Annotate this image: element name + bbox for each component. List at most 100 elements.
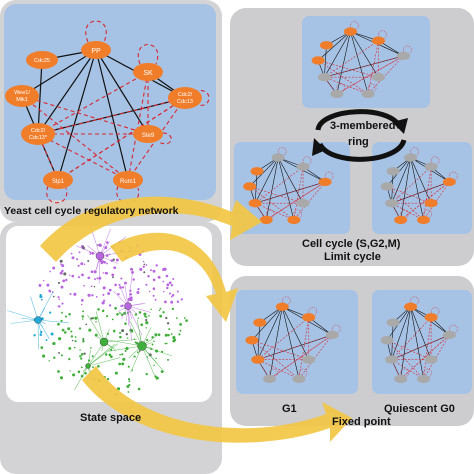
- state-dot: [88, 328, 92, 332]
- node-ste9: Ste9: [133, 125, 163, 143]
- state-dot: [61, 328, 65, 332]
- state-dot: [112, 258, 115, 261]
- state-edge: [87, 357, 121, 367]
- state-dot: [64, 331, 67, 334]
- state-dot: [57, 281, 61, 284]
- limit-cycle-title-2: Limit cycle: [324, 251, 381, 263]
- state-dot: [59, 376, 64, 380]
- state-dot: [166, 322, 170, 325]
- state-dot: [67, 328, 70, 330]
- state-dot: [123, 282, 126, 284]
- state-dot: [168, 328, 171, 331]
- state-dot: [78, 251, 81, 254]
- state-dot: [122, 357, 126, 361]
- attractor-hub: [34, 316, 42, 324]
- state-dot: [183, 317, 186, 319]
- arrow-to-limit-cycle: [40, 196, 262, 262]
- state-dot: [82, 318, 84, 320]
- attractor-hub: [124, 302, 132, 310]
- state-dot: [80, 262, 84, 266]
- state-dot: [103, 299, 106, 302]
- state-dot: [68, 346, 72, 350]
- mini-network-3: [372, 142, 472, 234]
- state-dot: [83, 263, 86, 266]
- state-dot: [134, 313, 138, 316]
- state-dot: [114, 371, 118, 375]
- state-edge: [106, 339, 143, 347]
- state-dot: [80, 353, 84, 356]
- state-dot: [76, 258, 79, 261]
- state-dot: [59, 271, 63, 275]
- state-dot: [83, 284, 86, 287]
- quiescent-label: Quiescent G0: [384, 403, 455, 415]
- state-dot: [129, 328, 133, 332]
- state-dot: [93, 285, 96, 288]
- state-dot: [97, 244, 99, 246]
- state-dot: [155, 264, 158, 267]
- state-dot: [170, 284, 174, 287]
- node-wee1: Wee1/ Mik1: [5, 85, 39, 107]
- state-dot: [85, 323, 88, 326]
- state-dot: [137, 288, 140, 291]
- state-dot: [166, 286, 169, 290]
- state-dot: [170, 295, 173, 298]
- state-edge: [127, 305, 132, 341]
- state-dot: [152, 269, 156, 273]
- state-dot: [145, 327, 147, 329]
- state-dot: [69, 370, 71, 372]
- regulatory-network: PP SK Cdc25 Wee1/ Mik1 Cdc2/: [5, 20, 210, 204]
- state-dot: [151, 343, 154, 346]
- state-dot: [185, 319, 188, 322]
- node-sk-label: SK: [143, 70, 153, 77]
- state-dot: [155, 376, 159, 380]
- state-dot: [97, 308, 100, 311]
- flow-arrows: [40, 196, 352, 443]
- state-edge: [124, 283, 129, 307]
- state-dot: [147, 274, 150, 278]
- state-dot: [57, 370, 60, 373]
- state-dot: [108, 304, 112, 307]
- state-dot: [102, 293, 105, 296]
- state-dot: [124, 322, 127, 325]
- state-dot: [82, 340, 85, 343]
- state-dot: [146, 338, 149, 342]
- state-dot: [145, 318, 148, 322]
- state-dot: [77, 276, 81, 279]
- state-dot: [49, 270, 51, 273]
- state-dot: [60, 319, 63, 323]
- state-dot: [162, 280, 165, 283]
- state-dot: [144, 315, 147, 318]
- state-dot: [164, 300, 167, 304]
- state-dot: [165, 274, 169, 278]
- state-dot: [68, 313, 71, 316]
- node-rum1-label: Rum1: [120, 179, 137, 185]
- state-space-title: State space: [80, 412, 142, 424]
- state-dot: [157, 333, 161, 336]
- state-dot: [65, 278, 68, 282]
- state-dot: [45, 339, 48, 342]
- network-nodes: PP SK Cdc25 Wee1/ Mik1 Cdc2/: [5, 41, 202, 189]
- state-dot: [120, 277, 123, 280]
- mini-network-4: [236, 290, 358, 394]
- state-dot: [50, 332, 54, 336]
- state-dot: [84, 372, 87, 375]
- state-dot: [171, 307, 175, 311]
- state-edge: [76, 245, 101, 257]
- state-dot: [74, 340, 77, 343]
- state-dot: [136, 291, 140, 294]
- state-dot: [140, 323, 144, 327]
- state-dot: [81, 315, 85, 318]
- ring-label-2: ring: [348, 136, 369, 148]
- svg-text:Cdc2/: Cdc2/: [31, 128, 46, 134]
- state-dot: [71, 274, 75, 278]
- state-dot: [127, 378, 131, 381]
- state-dot: [107, 292, 111, 295]
- state-dot: [125, 333, 128, 336]
- state-dot: [58, 337, 62, 341]
- mini-networks: [234, 16, 472, 394]
- mini-network-5: [372, 290, 472, 394]
- state-dot: [145, 321, 149, 325]
- state-dot: [52, 341, 56, 346]
- svg-text:Cdc13*: Cdc13*: [29, 135, 48, 141]
- state-edge: [74, 365, 89, 391]
